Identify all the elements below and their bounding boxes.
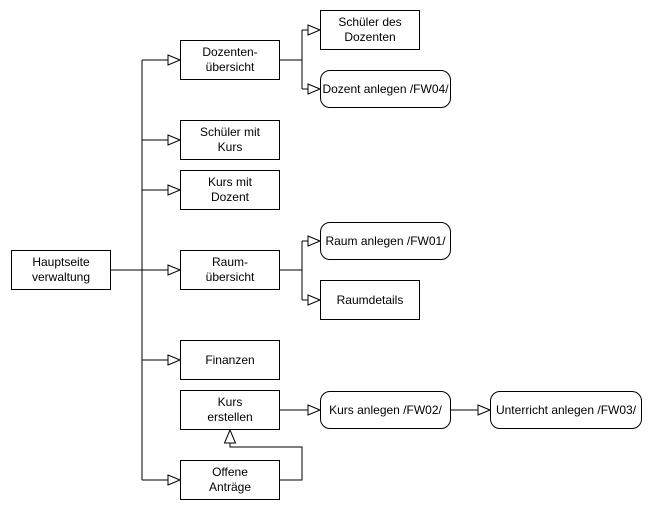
node-offene-antraege[interactable]: Offene Anträge (180, 460, 280, 500)
node-raum-anlegen-fw01[interactable]: Raum anlegen /FW01/ (320, 222, 451, 260)
node-label: Kurs erstellen (207, 395, 253, 424)
arrowhead-right-icon (167, 134, 182, 146)
node-schueler-des-dozenten[interactable]: Schüler des Dozenten (320, 10, 420, 50)
node-unterricht-anlegen-fw03[interactable]: Unterricht anlegen /FW03/ (490, 391, 642, 429)
node-finanzen[interactable]: Finanzen (180, 340, 280, 380)
arrowhead-up-icon (223, 428, 237, 444)
node-kurs-anlegen-fw02[interactable]: Kurs anlegen /FW02/ (320, 391, 451, 429)
node-label: Kurs mit Dozent (207, 175, 252, 204)
node-raumuebersicht[interactable]: Raum- übersicht (180, 250, 280, 290)
arrowhead-right-icon (307, 294, 322, 306)
node-kurs-erstellen[interactable]: Kurs erstellen (180, 390, 280, 430)
arrowhead-right-icon (167, 54, 182, 66)
node-label: Schüler des Dozenten (338, 15, 402, 44)
arrowhead-right-icon (167, 474, 182, 486)
arrowhead-right-icon (167, 354, 182, 366)
edge-raum-split (280, 240, 308, 301)
arrowhead-right-icon (167, 184, 182, 196)
edge-offene-antraege-kurs-erstellen (229, 443, 303, 481)
node-label: Dozent anlegen /FW04/ (322, 81, 449, 96)
arrowhead-right-icon (307, 24, 322, 36)
arrowhead-right-icon (307, 235, 322, 247)
node-dozent-anlegen-fw04[interactable]: Dozent anlegen /FW04/ (320, 70, 451, 108)
node-label: Finanzen (205, 352, 255, 367)
node-label: Offene Anträge (208, 465, 252, 494)
arrowhead-right-icon (307, 83, 322, 95)
node-label: Dozenten- übersicht (202, 45, 258, 74)
node-dozentenuebersicht[interactable]: Dozenten- übersicht (180, 40, 280, 80)
node-label: Unterricht anlegen /FW03/ (495, 402, 637, 417)
arrowhead-right-icon (307, 404, 322, 416)
node-label: Raum- übersicht (205, 255, 255, 284)
node-label: Raum anlegen /FW01/ (325, 233, 446, 248)
arrowhead-right-icon (167, 264, 182, 276)
node-hauptseite-verwaltung[interactable]: Hauptseite verwaltung (11, 250, 111, 290)
edge-dozenten-split (280, 29, 308, 90)
node-label: Raumdetails (336, 292, 404, 307)
node-label: Hauptseite verwaltung (31, 255, 91, 284)
node-raumdetails[interactable]: Raumdetails (320, 280, 420, 320)
node-label: Schüler mit Kurs (199, 125, 261, 154)
node-label: Kurs anlegen /FW02/ (329, 402, 442, 417)
node-schueler-mit-kurs[interactable]: Schüler mit Kurs (180, 120, 280, 160)
arrowhead-right-icon (477, 404, 492, 416)
node-kurs-mit-dozent[interactable]: Kurs mit Dozent (180, 170, 280, 210)
